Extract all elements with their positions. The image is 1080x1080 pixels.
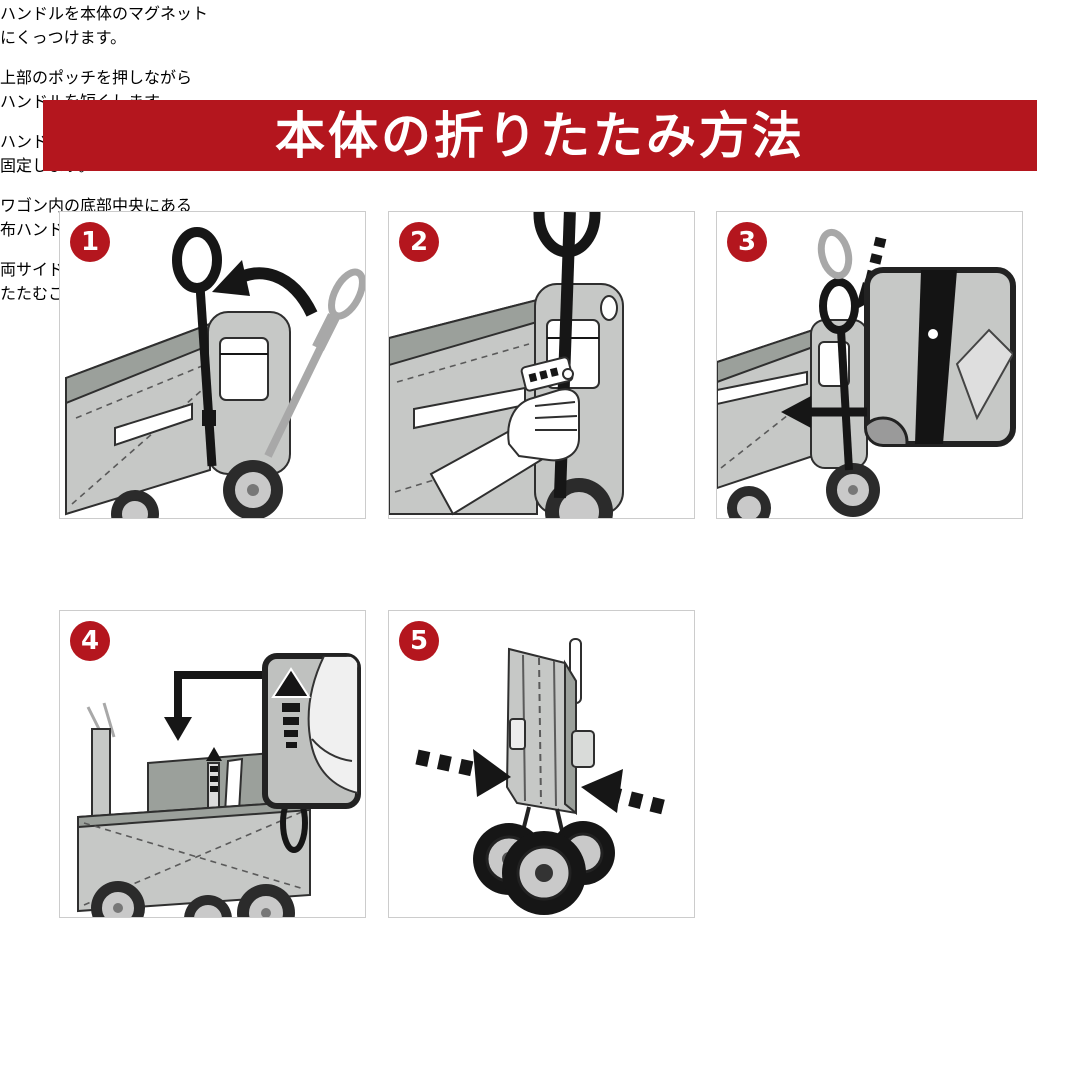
gripping-hand xyxy=(307,656,358,795)
right-wheel xyxy=(237,884,295,917)
step-panel-5: 5 xyxy=(388,610,695,918)
step-number-badge-3: 3 xyxy=(727,222,767,262)
step3-lock-handle-illustration xyxy=(717,228,1016,518)
step-number-badge-1: 1 xyxy=(70,222,110,262)
step-panel-2: 2 xyxy=(388,211,695,519)
inset-pointer-arrow-icon xyxy=(781,396,867,428)
step-number-badge-4: 4 xyxy=(70,621,110,661)
title-banner: 本体の折りたたみ方法 xyxy=(43,100,1037,171)
step-panel-4: 4 xyxy=(59,610,366,918)
step2-press-button-illustration xyxy=(389,212,624,518)
step1-wagon-handle-rotate-illustration xyxy=(65,227,365,518)
rotate-arrow-icon xyxy=(212,260,318,317)
left-wheel xyxy=(91,881,145,917)
page-title: 本体の折りたたみ方法 xyxy=(275,106,805,165)
front-wheel xyxy=(223,460,283,518)
pressing-hand xyxy=(429,388,580,516)
folded-wagon-body xyxy=(505,638,595,836)
ghost-loop xyxy=(817,228,853,280)
ghost-handle xyxy=(264,268,365,458)
step-panel-1: 1 xyxy=(59,211,366,519)
upright-handle xyxy=(172,227,222,467)
push-in-left-arrow-icon xyxy=(415,749,511,797)
wagon-body xyxy=(65,311,291,516)
ratchet-strip xyxy=(520,356,574,392)
lift-up-arrow-icon xyxy=(271,667,311,748)
rear-wheel xyxy=(727,486,771,518)
step-number-badge-5: 5 xyxy=(399,621,439,661)
rear-wheel xyxy=(111,490,159,518)
inner-strap-arrow-icon xyxy=(206,747,222,792)
zoom-inset-box xyxy=(864,267,1016,447)
center-wheel xyxy=(184,895,232,917)
shortened-handle xyxy=(819,278,859,471)
elbow-arrow-icon xyxy=(164,671,285,741)
step5-folded-wagon-illustration xyxy=(415,638,665,915)
step4-lift-floor-handle-illustration xyxy=(77,653,361,917)
step-panel-3: 3 xyxy=(716,211,1023,519)
front-wheel xyxy=(502,831,586,915)
zoom-inset-box xyxy=(262,653,361,809)
push-in-right-arrow-icon xyxy=(581,769,665,815)
front-wheel xyxy=(826,463,880,517)
step-number-badge-2: 2 xyxy=(399,222,439,262)
